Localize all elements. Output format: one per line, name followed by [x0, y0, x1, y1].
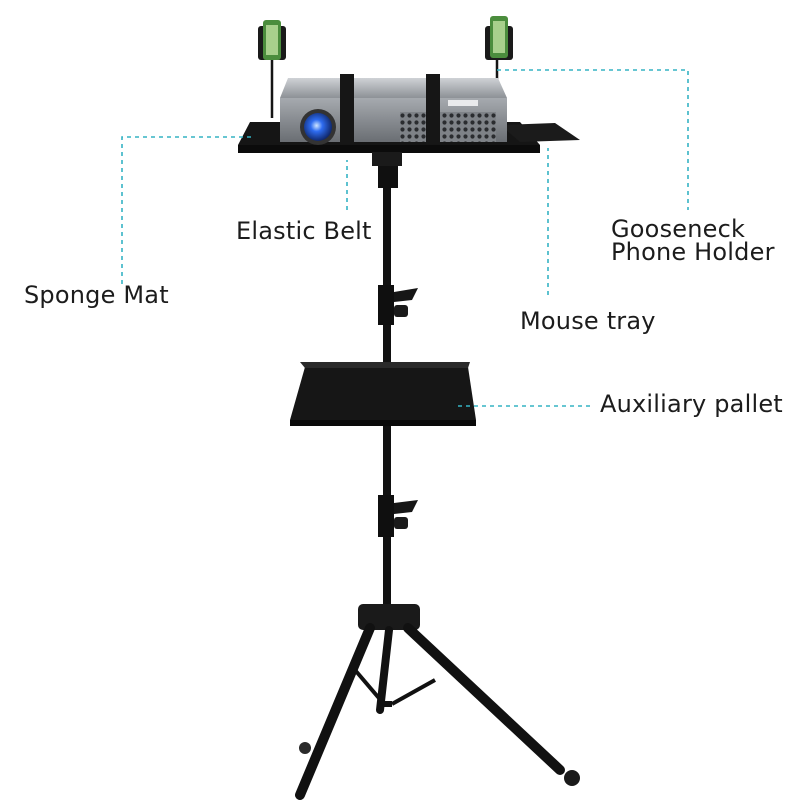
callout-gooseneck-line1: Gooseneck — [611, 215, 746, 243]
callout-elastic-belt: Elastic Belt — [236, 217, 372, 245]
tray-mount — [372, 152, 402, 188]
projector — [280, 78, 507, 145]
auxiliary-pallet — [290, 362, 476, 426]
mouse-tray — [500, 123, 580, 142]
elastic-belts — [340, 74, 440, 144]
leader-lines — [121, 69, 689, 407]
gooseneck-phone-holder-right — [485, 16, 513, 118]
callout-auxiliary-pallet: Auxiliary pallet — [600, 390, 783, 418]
callout-sponge-mat: Sponge Mat — [24, 281, 169, 309]
callout-mouse-tray: Mouse tray — [520, 307, 656, 335]
tripod-base — [295, 604, 580, 800]
gooseneck-phone-holder-left — [258, 20, 286, 118]
callout-gooseneck-line2: Phone Holder — [611, 238, 775, 266]
